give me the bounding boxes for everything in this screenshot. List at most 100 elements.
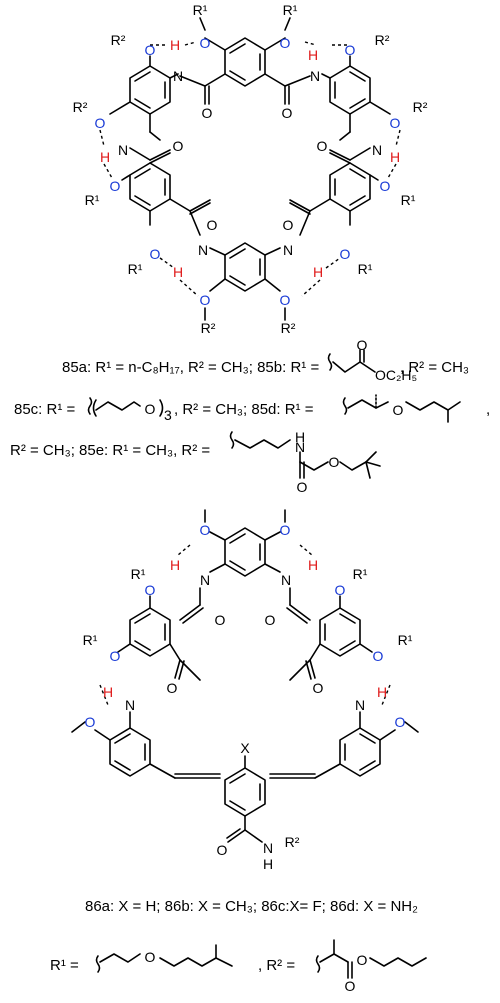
oxygen-atom: O (200, 522, 211, 538)
carbonyl-oxygen: O (282, 105, 293, 121)
oxygen-atom: O (95, 115, 106, 131)
carbonyl-oxygen: O (265, 612, 276, 628)
hydrogen-atom: H (308, 47, 318, 63)
nitrogen-atom: N (355, 697, 365, 713)
carbonyl-oxygen: O (357, 337, 368, 353)
hydrogen-atom: H (170, 37, 180, 53)
carbonyl-oxygen: O (202, 105, 213, 121)
ether-oxygen: O (145, 401, 156, 417)
carbonyl-oxygen: O (317, 138, 328, 154)
oxygen-atom: O (390, 115, 401, 131)
carbonyl-oxygen: O (297, 479, 308, 495)
amine-h: H (295, 429, 305, 445)
caption-85-line2b: , R² = CH₃; 85d: R¹ = (174, 401, 313, 418)
hydrogen-atom: H (170, 557, 180, 573)
caption-85-line3: R² = CH₃; 85e: R¹ = CH₃, R² = (10, 442, 210, 459)
caption-86-line: 86a: X = H; 86b: X = CH₃; 86c:X= F; 86d:… (85, 898, 418, 915)
r2-substituent-85e (229, 431, 381, 479)
r1-substituent-85c (87, 397, 164, 417)
r1-label: R¹ (353, 566, 368, 582)
x-substituent-label: X (240, 740, 250, 756)
oxygen-atom: O (373, 648, 384, 664)
hydrogen-atom: H (308, 557, 318, 573)
r1-definition-label: R¹ = (50, 957, 79, 974)
nitrogen-atom: N (283, 242, 293, 258)
carbonyl-oxygen: O (173, 138, 184, 154)
oxygen-atom: O (200, 35, 211, 51)
r2-definition-text: , R² = (258, 957, 296, 974)
caption-85-line2: 85c: R¹ = (14, 401, 75, 418)
r2-label: R² (111, 32, 126, 48)
nitrogen-atom: N (200, 572, 210, 588)
carbonyl-oxygen: O (313, 680, 324, 696)
caption-85-line2c: , (486, 401, 490, 418)
r1-label: R¹ (358, 261, 373, 277)
r2-label: R² (375, 32, 390, 48)
carbonyl-oxygen: O (283, 217, 294, 233)
hydrogen-atom: H (313, 264, 323, 280)
carbonyl-oxygen: O (215, 612, 226, 628)
repeat-count: 3 (164, 407, 172, 423)
ethoxy-label: OC₂H₅ (375, 367, 417, 383)
hydrogen-atom: H (173, 264, 183, 280)
hydrogen-atom: H (377, 684, 387, 700)
r1-label: R¹ (83, 632, 98, 648)
r1-label: R¹ (193, 2, 208, 18)
caption-85-line1b-text: , R² = CH₃ (400, 359, 470, 376)
r2-definition-label: , R² = (258, 957, 295, 974)
amide-n: N (263, 840, 273, 856)
oxygen-atom: O (280, 35, 291, 51)
carbonyl-oxygen: O (345, 978, 356, 994)
nitrogen-atom: N (173, 68, 183, 84)
oxygen-atom: O (85, 714, 96, 730)
oxygen-atom: O (335, 582, 346, 598)
caption-86-text: 86a: X = H; 86b: X = CH₃; 86c:X= F; 86d:… (85, 898, 418, 915)
ester-oxygen: O (357, 952, 368, 968)
oxygen-atom: O (340, 246, 351, 262)
oxygen-atom: O (280, 292, 291, 308)
oxygen-atom: O (200, 292, 211, 308)
carbonyl-oxygen: O (207, 217, 218, 233)
r2-definition-86 (315, 939, 427, 979)
caption-85-line2-text: 85c: R¹ = (14, 401, 76, 418)
r2-label: R² (281, 320, 296, 336)
hydrogen-atom: H (390, 149, 400, 165)
oxygen-atom: O (145, 42, 156, 58)
oxygen-atom: O (345, 42, 356, 58)
caption-85-line3-text: R² = CH₃; 85e: R¹ = CH₃, R² = (10, 442, 211, 459)
r1-label: R¹ (131, 566, 146, 582)
oxygen-atom: O (380, 178, 391, 194)
nitrogen-atom: N (310, 68, 320, 84)
oxygen-atom: O (110, 648, 121, 664)
caption-85-line2b-text: , R² = CH₃; 85d: R¹ = (174, 401, 314, 418)
ether-oxygen: O (393, 402, 404, 418)
r1-label: R¹ (128, 261, 143, 277)
r2-label: R² (413, 99, 428, 115)
hydrogen-atom: H (103, 684, 113, 700)
oxygen-atom: O (145, 582, 156, 598)
ether-oxygen: O (145, 949, 156, 965)
nitrogen-atom: N (281, 572, 291, 588)
caption-85-line1: 85a: R¹ = n-C₈H₁₇, R² = CH₃; 85b: R¹ = (62, 359, 319, 376)
r1-definition-86 (95, 944, 233, 973)
r2-label: R² (201, 320, 216, 336)
r1-definition-text: R¹ = (50, 957, 79, 974)
macrocycle-86 (71, 509, 419, 843)
macrocycle-85 (99, 17, 401, 321)
carbonyl-oxygen: O (167, 680, 178, 696)
r2-label: R² (285, 834, 300, 850)
hydrogen-atom: H (100, 149, 110, 165)
r2-label: R² (73, 99, 88, 115)
nitrogen-atom: N (125, 697, 135, 713)
r1-label: R¹ (283, 2, 298, 18)
oxygen-atom: O (395, 714, 406, 730)
r1-label: R¹ (85, 192, 100, 208)
oxygen-atom: O (110, 178, 121, 194)
nitrogen-atom: N (198, 242, 208, 258)
r1-label: R¹ (401, 192, 416, 208)
r1-substituent-85b (327, 349, 376, 373)
oxygen-atom: O (150, 246, 161, 262)
oxygen-atom: O (280, 522, 291, 538)
r1-substituent-85d (342, 394, 461, 423)
